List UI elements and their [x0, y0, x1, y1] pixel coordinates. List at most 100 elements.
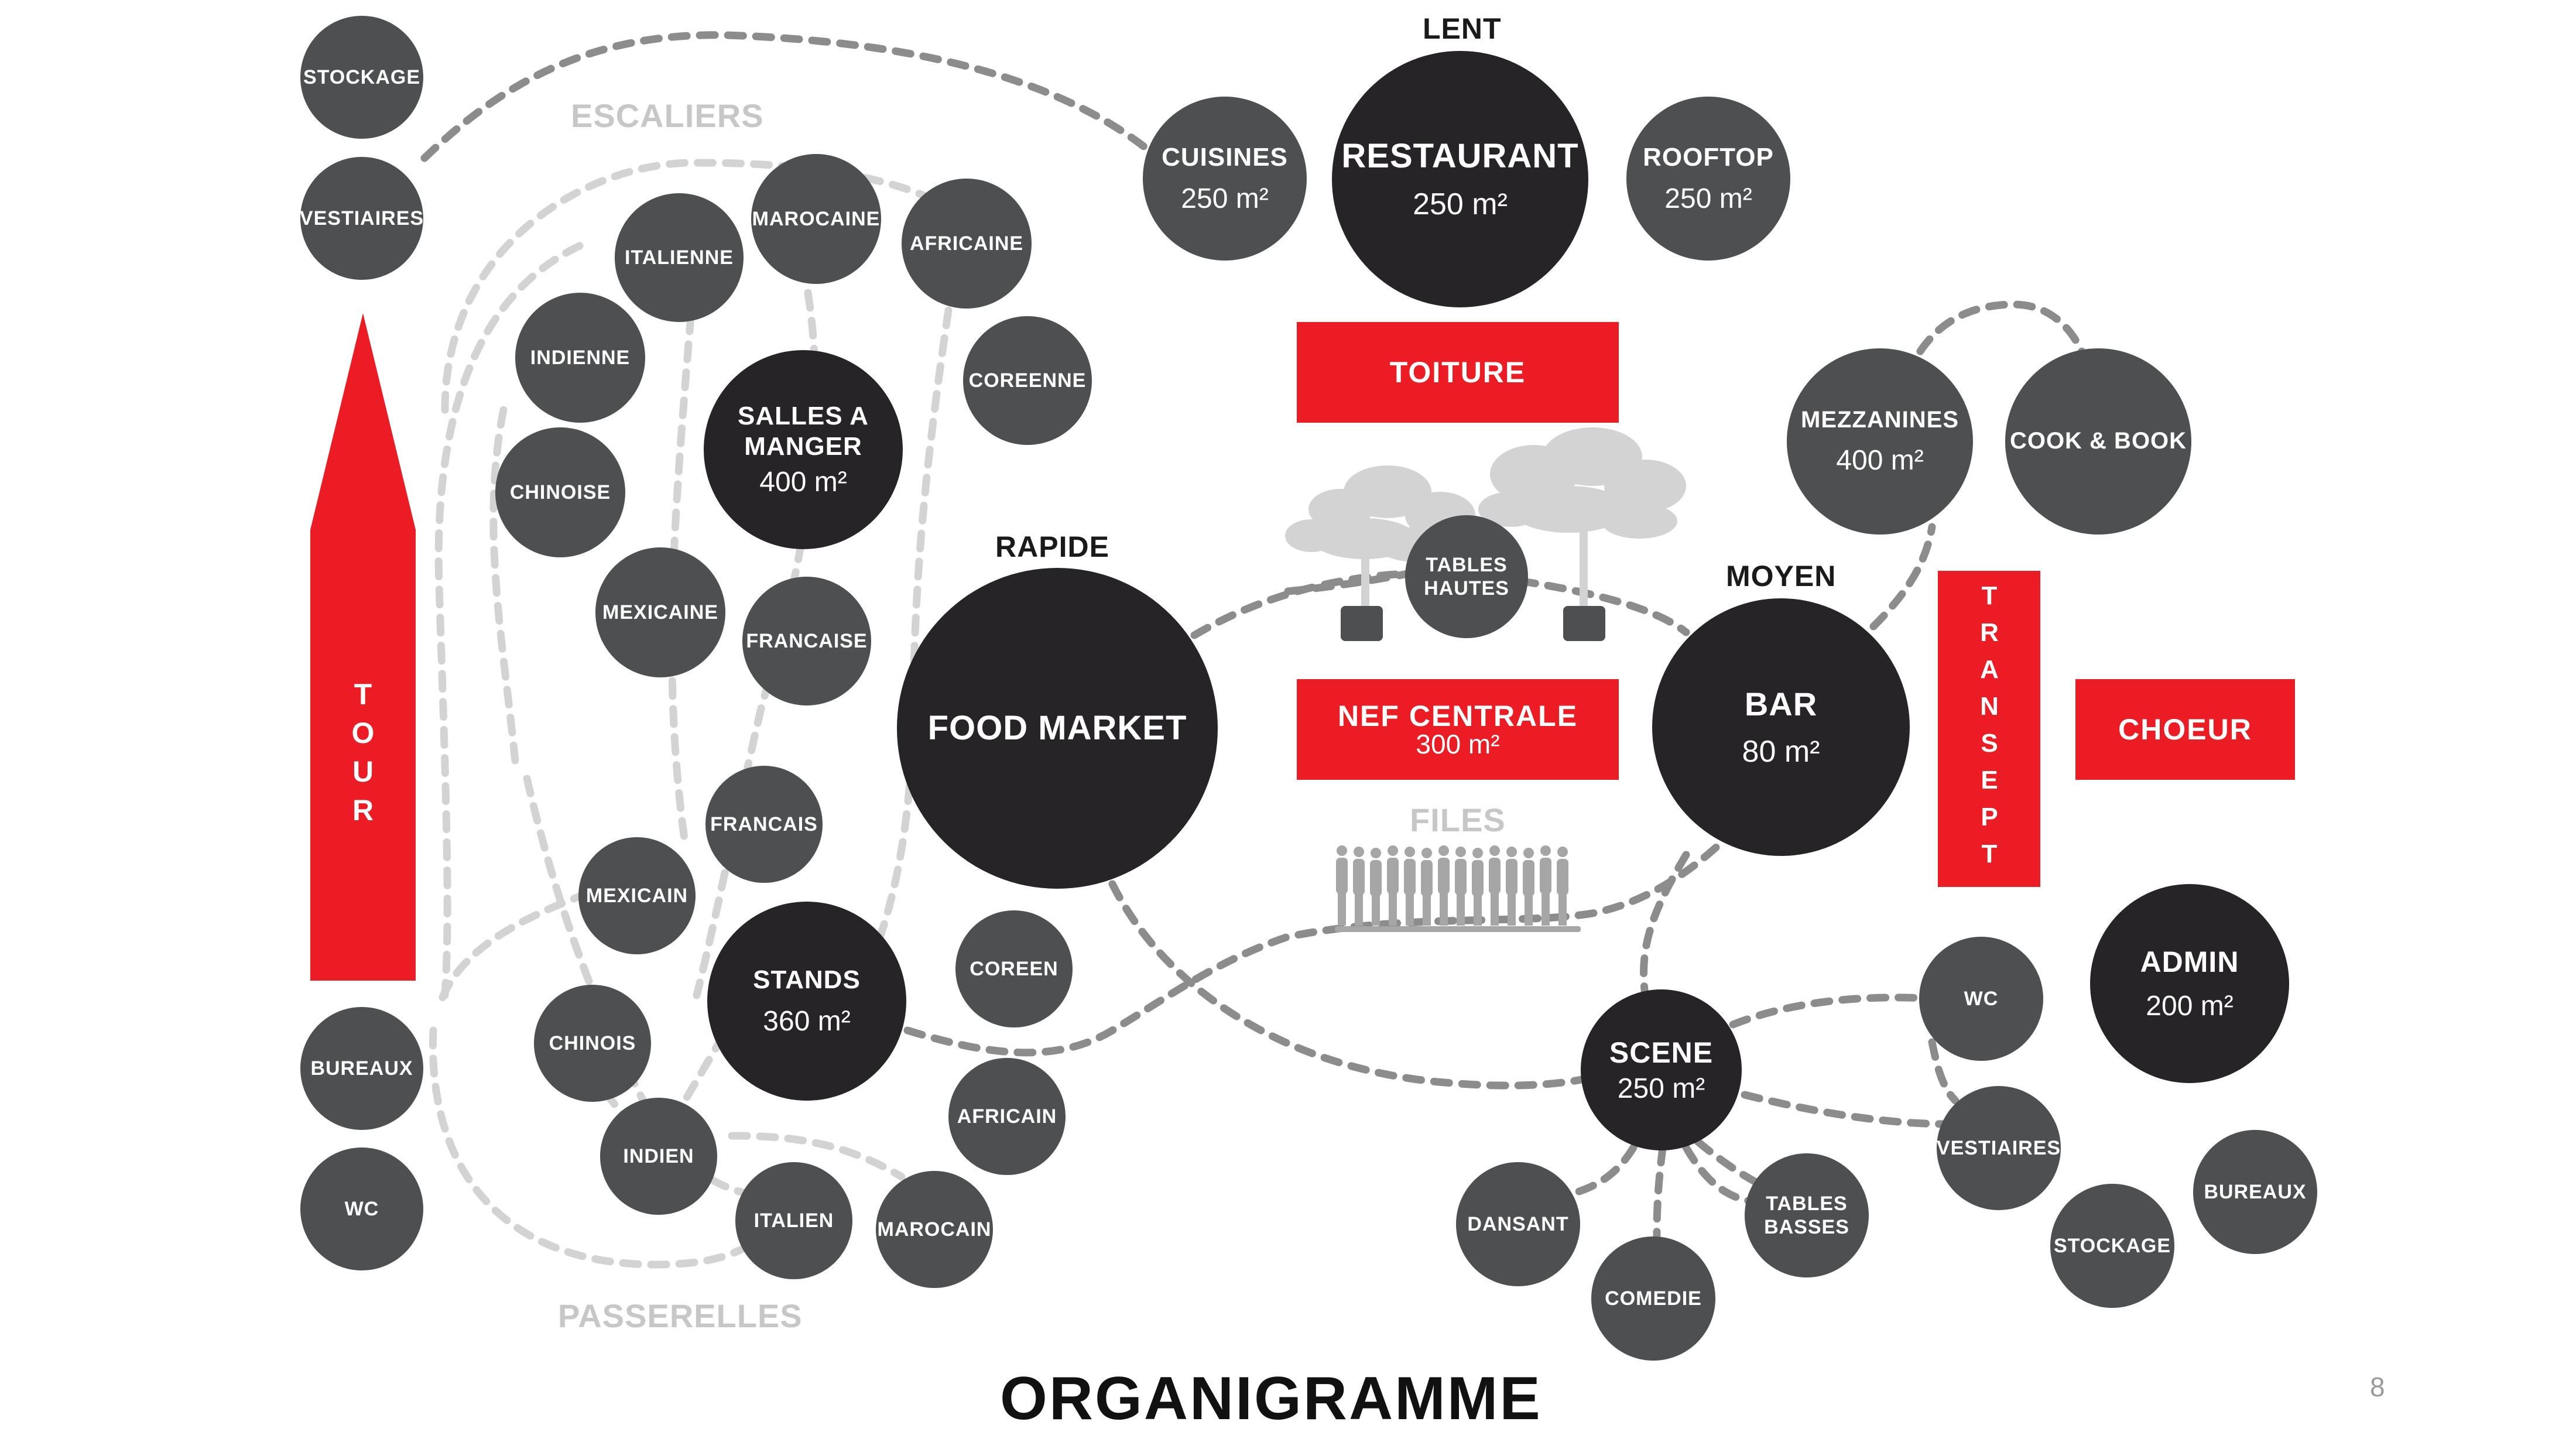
node-dansant: DANSANT	[1456, 1162, 1580, 1286]
node-label: HAUTES	[1424, 577, 1509, 600]
person-icon	[1472, 848, 1484, 926]
link-scene-dansant	[1565, 1143, 1638, 1198]
node-area: 250 m²	[1664, 183, 1752, 215]
node-label: CUISINES	[1162, 142, 1288, 172]
person-icon	[1523, 848, 1534, 926]
node-wc-right: WC	[1919, 937, 2043, 1061]
node-cook-and-book: COOK & BOOK	[2005, 348, 2191, 535]
node-label: COREEN	[970, 957, 1059, 980]
label-passerelles: PASSERELLES	[558, 1297, 803, 1334]
light-path	[693, 289, 820, 999]
node-stands: STANDS 360 m²	[707, 902, 906, 1101]
link-foodmarket-scene	[1108, 880, 1597, 1090]
person-icon	[1404, 847, 1416, 926]
node-africain: AFRICAIN	[948, 1058, 1066, 1175]
node-label: COMEDIE	[1605, 1287, 1702, 1310]
node-label: FRANCAISE	[746, 629, 868, 652]
node-label: WC	[1964, 987, 1999, 1010]
node-label: BUREAUX	[310, 1057, 413, 1080]
node-mexicain: MEXICAIN	[578, 837, 696, 954]
tree-right-icon	[1478, 427, 1686, 606]
node-label: ITALIEN	[753, 1209, 834, 1232]
link-scene-tablesbasses-2	[1694, 1138, 1772, 1193]
person-icon	[1557, 847, 1568, 926]
node-mexicaine: MEXICAINE	[595, 547, 725, 677]
node-label: FOOD MARKET	[927, 708, 1187, 747]
node-bar: BAR 80 m²	[1652, 598, 1910, 856]
node-food-market: FOOD MARKET	[897, 568, 1218, 889]
person-icon	[1489, 845, 1501, 926]
node-marocain: MAROCAIN	[876, 1171, 993, 1288]
node-stockage-left: STOCKAGE	[300, 16, 423, 139]
node-label: RESTAURANT	[1341, 136, 1579, 175]
node-label: TABLES	[1426, 553, 1508, 576]
node-label: MEXICAIN	[585, 884, 688, 907]
node-chinois: CHINOIS	[534, 985, 651, 1102]
block-tour: TOUR	[310, 530, 416, 981]
node-label: VESTIAIRES	[1936, 1136, 2061, 1159]
link-scene-wc	[1729, 994, 1930, 1029]
node-coreen: COREEN	[955, 910, 1073, 1027]
node-bureaux-right: BUREAUX	[2193, 1130, 2317, 1254]
node-vestiaires-right: VESTIAIRES	[1937, 1086, 2061, 1210]
tour-letters: TOUR	[347, 678, 379, 833]
node-area: 360 m²	[763, 1006, 851, 1037]
node-italien: ITALIEN	[735, 1162, 852, 1279]
label-moyen: MOYEN	[1726, 560, 1837, 592]
node-chinoise: CHINOISE	[495, 427, 625, 557]
link-vestiaires-cuisines	[420, 31, 1152, 162]
person-icon	[1387, 845, 1399, 926]
node-comedie: COMEDIE	[1591, 1236, 1715, 1361]
queue-silhouettes	[1336, 845, 1568, 926]
block-label: TRANSEPT	[1975, 581, 2004, 876]
node-wc-left: WC	[300, 1147, 423, 1270]
light-path	[728, 1132, 906, 1181]
link-bar-mezzanines	[1869, 523, 1936, 631]
block-label: TOITURE	[1389, 356, 1526, 389]
node-tables-hautes: TABLES HAUTES	[1405, 515, 1528, 638]
node-area: 80 m²	[1742, 735, 1820, 769]
block-nef-centrale: NEF CENTRALE 300 m²	[1297, 679, 1619, 780]
queue-people-icon	[1335, 926, 1581, 932]
light-path	[523, 775, 812, 1201]
node-label: VESTIAIRES	[299, 207, 424, 229]
node-area: 250 m²	[1413, 187, 1508, 222]
link-bar-scene	[1640, 851, 1690, 999]
node-label: SALLES A	[738, 401, 869, 430]
node-label: CHINOIS	[549, 1032, 636, 1054]
node-label: INDIENNE	[530, 346, 631, 369]
node-francaise: FRANCAISE	[742, 577, 871, 705]
node-bureaux-left: BUREAUX	[300, 1007, 423, 1130]
person-icon	[1370, 848, 1382, 926]
link-wc-vestiaires	[1928, 1038, 1960, 1105]
node-admin: ADMIN 200 m²	[2090, 884, 2289, 1083]
node-label: INDIEN	[623, 1145, 694, 1167]
block-choeur: CHOEUR	[2075, 679, 2295, 780]
node-marocaine: MAROCAINE	[751, 154, 881, 284]
person-icon	[1421, 848, 1433, 926]
node-cuisines: CUISINES 250 m²	[1143, 97, 1307, 261]
node-label: MAROCAIN	[877, 1218, 992, 1241]
person-icon	[1438, 845, 1450, 926]
person-icon	[1336, 845, 1348, 926]
node-area: 250 m²	[1181, 183, 1269, 215]
person-icon	[1455, 847, 1467, 926]
label-rapide: RAPIDE	[995, 530, 1109, 563]
node-area: 200 m²	[2146, 991, 2234, 1022]
node-label: BUREAUX	[2204, 1180, 2307, 1203]
node-coreenne: COREENNE	[963, 316, 1092, 445]
node-indien: INDIEN	[600, 1098, 717, 1215]
node-label: FRANCAIS	[710, 813, 818, 835]
node-tables-basses: TABLES BASSES	[1745, 1153, 1869, 1277]
node-italienne: ITALIENNE	[615, 193, 744, 322]
label-lent: LENT	[1423, 12, 1502, 45]
node-restaurant: RESTAURANT 250 m²	[1332, 51, 1588, 307]
block-label: NEF CENTRALE	[1337, 700, 1578, 732]
node-label: BASSES	[1764, 1216, 1849, 1238]
tour-spire	[310, 313, 416, 530]
node-label: BAR	[1744, 685, 1818, 722]
node-label: ROOFTOP	[1643, 142, 1774, 172]
link-foodmarket-bar	[1190, 569, 1690, 639]
link-stands-foodmarket	[903, 827, 1737, 1057]
